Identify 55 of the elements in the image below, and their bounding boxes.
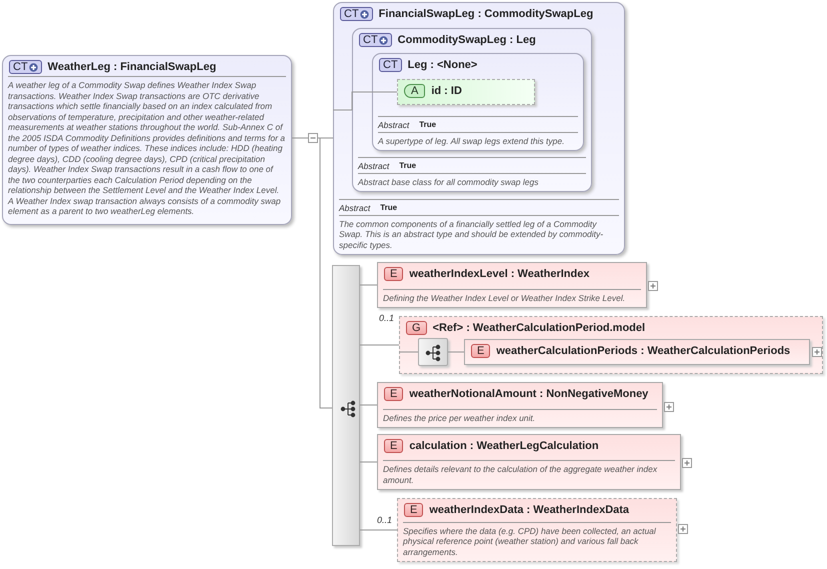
type-badge: E [384,267,404,281]
element-box [397,498,677,562]
description-text: Defines details relevant to the calculation of the aggregate weather index amount. [383,460,675,485]
type-badge: CT [359,33,392,47]
property-name: Abstract [378,120,410,130]
type-name: weatherIndexLevel : WeatherIndex [409,268,590,280]
type-badge: CT [340,7,373,21]
compositor-box [418,338,448,366]
type-badge: E [384,387,404,401]
type-card [372,53,584,151]
property-value: True [380,202,398,212]
attribute-box [397,79,535,105]
type-badge: A [404,84,426,98]
type-badge: G [406,321,427,335]
connector-line [360,404,378,406]
type-name: weatherNotionalAmount : NonNegativeMoney [409,388,648,400]
type-badge: E [404,503,424,517]
type-badge: CT [9,60,42,74]
description-text: Specifies where the data (e.g. CPD) have been collected, an actual physical reference point (weather station) and various fall back arrangements. [403,522,671,557]
type-card [2,55,292,225]
description-text: Abstract base class for all commodity swap legs [358,172,586,187]
element-box [464,339,810,365]
type-name: <Ref> : WeatherCalculationPeriod.model [432,322,646,334]
connector-line [360,284,378,286]
element-box [377,262,647,308]
type-name: calculation : WeatherLegCalculation [409,440,599,452]
property-name: Abstract [339,202,370,212]
type-name: weatherCalculationPeriods : WeatherCalculationPeriods [496,345,790,357]
cardinality-label: 0..1 [379,313,394,323]
compositor-bar [332,265,360,546]
cardinality-label: 0..1 [377,515,392,525]
type-badge: CT [379,58,402,72]
type-badge: E [384,439,404,453]
group-box [399,316,823,374]
description-text: Defines the price per weather index unit. [383,408,657,423]
description-text: Defining the Weather Index Level or Weather Index Strike Level. [383,288,641,303]
type-card [333,2,625,255]
type-name: Leg : <None> [408,59,478,71]
property-value: True [419,120,436,130]
type-name: id : ID [431,85,462,97]
element-box [377,434,681,490]
description-text: A supertype of leg. All swap legs extend this type. [378,132,578,146]
property-value: True [399,160,416,170]
type-name: CommoditySwapLeg : Leg [398,34,536,46]
type-card [352,28,592,192]
type-name: weatherIndexData : WeatherIndexData [429,504,630,516]
property-name: Abstract [358,160,390,170]
description-text: The common components of a financially settled leg of a Commodity Swap. This is an abstract type and should be extended by commodity-specific types. [339,214,619,250]
type-name: FinancialSwapLeg : CommoditySwapLeg [378,8,594,20]
type-badge: E [471,344,490,358]
connector-line [360,344,400,346]
connector-line [332,92,398,110]
description-text: A weather leg of a Commodity Swap defines Weather Index Swap transactions. Weather Index Swap transactions are OTC derivative transactions which settle financially based on an index calculated from observations of temperature, precipitation and other weather-related measurements at weather stations throughout the world. Sub-Annex C of the 2005 ISDA Commodity Definitions provides definitions and terms for a number of types of weather indices. These indices include: HDD (heating degree days), CDD (cooling degree days), CPD (critical precipitation days). Weather Index Swap transactions result in a cash flow to one of the two counterparties each Calculation Period depending on the relationship between the Settlement Level and the Weather Index Level. A Weather Index swap transaction always consists of a commodity swap element as a parent to two weatherLeg elements. [8,76,286,216]
type-name: WeatherLeg : FinancialSwapLeg [48,61,216,73]
element-box [377,382,663,428]
